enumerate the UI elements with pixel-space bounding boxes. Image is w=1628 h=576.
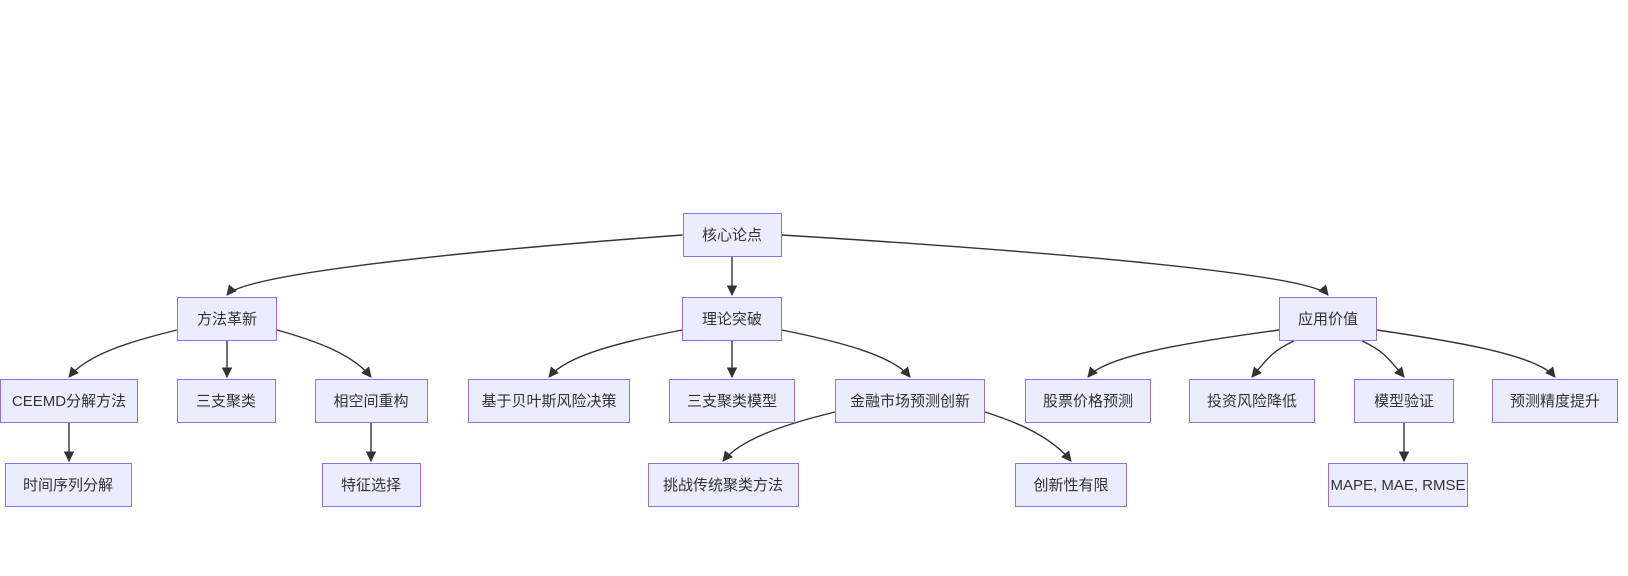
node-label-theory: 理论突破 bbox=[701, 310, 762, 328]
edge-core-method bbox=[226, 234, 683, 296]
node-label-limited: 创新性有限 bbox=[1033, 476, 1109, 494]
node-feature: 特征选择 bbox=[321, 463, 421, 507]
node-label-validation: 模型验证 bbox=[1373, 392, 1434, 410]
node-twc-model: 三支聚类模型 bbox=[669, 379, 795, 423]
edge-application-accuracy bbox=[1376, 329, 1556, 378]
node-ts-decomp: 时间序列分解 bbox=[4, 463, 132, 507]
edge-method-phase-space bbox=[276, 329, 372, 378]
node-label-ts-decomp: 时间序列分解 bbox=[22, 476, 113, 494]
node-stock: 股票价格预测 bbox=[1025, 379, 1151, 423]
node-label-three-way: 三支聚类 bbox=[195, 392, 256, 410]
node-label-method: 方法革新 bbox=[196, 310, 257, 328]
node-metrics: MAPE, MAE, RMSE bbox=[1328, 463, 1468, 507]
edges-group bbox=[63, 234, 1556, 463]
node-ceemd: CEEMD分解方法 bbox=[0, 379, 138, 423]
node-fin-innovation: 金融市场预测创新 bbox=[835, 379, 985, 423]
node-label-risk: 投资风险降低 bbox=[1206, 392, 1297, 410]
node-label-stock: 股票价格预测 bbox=[1042, 392, 1133, 410]
node-label-accuracy: 预测精度提升 bbox=[1509, 392, 1600, 410]
node-validation: 模型验证 bbox=[1354, 379, 1454, 423]
node-three-way: 三支聚类 bbox=[176, 379, 276, 423]
node-bayes: 基于贝叶斯风险决策 bbox=[468, 379, 630, 423]
node-label-feature: 特征选择 bbox=[340, 476, 401, 494]
edge-method-ceemd bbox=[68, 329, 178, 378]
node-method: 方法革新 bbox=[177, 297, 277, 341]
node-label-application: 应用价值 bbox=[1297, 310, 1358, 328]
node-label-metrics: MAPE, MAE, RMSE bbox=[1330, 476, 1466, 494]
edge-fin-innovation-challenge bbox=[722, 411, 836, 462]
node-label-fin-innovation: 金融市场预测创新 bbox=[849, 392, 970, 410]
node-label-phase-space: 相空间重构 bbox=[333, 392, 409, 410]
edge-fin-innovation-limited bbox=[984, 411, 1072, 462]
node-limited: 创新性有限 bbox=[1015, 463, 1127, 507]
node-application: 应用价值 bbox=[1279, 297, 1377, 341]
node-label-ceemd: CEEMD分解方法 bbox=[11, 392, 127, 410]
node-core: 核心论点 bbox=[682, 213, 782, 257]
node-label-challenge: 挑战传统聚类方法 bbox=[662, 476, 783, 494]
node-label-bayes: 基于贝叶斯风险决策 bbox=[481, 392, 617, 410]
node-challenge: 挑战传统聚类方法 bbox=[647, 463, 799, 507]
edge-theory-bayes bbox=[548, 329, 683, 378]
node-accuracy: 预测精度提升 bbox=[1492, 379, 1618, 423]
node-phase-space: 相空间重构 bbox=[314, 379, 428, 423]
node-risk: 投资风险降低 bbox=[1189, 379, 1315, 423]
node-label-core: 核心论点 bbox=[701, 226, 762, 244]
edge-application-stock bbox=[1087, 329, 1280, 378]
node-label-twc-model: 三支聚类模型 bbox=[686, 392, 777, 410]
edge-application-risk bbox=[1251, 340, 1295, 378]
edge-core-application bbox=[781, 234, 1329, 296]
edge-theory-fin-innovation bbox=[781, 329, 911, 378]
edge-application-validation bbox=[1361, 340, 1405, 378]
node-theory: 理论突破 bbox=[682, 297, 782, 341]
